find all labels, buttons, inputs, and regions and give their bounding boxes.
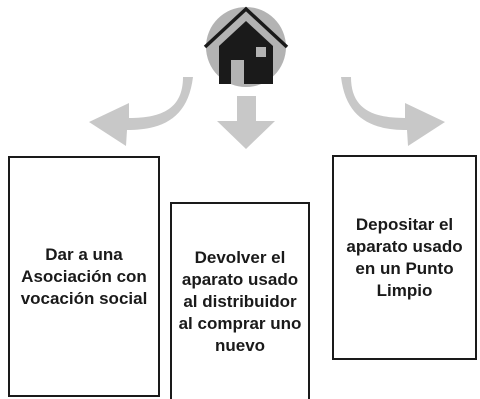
curved-arrow-right-icon bbox=[341, 77, 445, 146]
option-text-association: Dar a una Asociación con vocación social bbox=[20, 244, 148, 308]
option-box-association: Dar a una Asociación con vocación social bbox=[8, 156, 160, 397]
option-box-clean-point: Depositar el aparato usado en un Punto L… bbox=[332, 155, 477, 360]
option-box-distributor: Devolver el aparato usado al distribuido… bbox=[170, 202, 310, 399]
house-icon bbox=[203, 6, 289, 87]
option-text-distributor: Devolver el aparato usado al distribuido… bbox=[178, 247, 302, 355]
arrow-down-icon bbox=[217, 96, 275, 149]
option-text-clean-point: Depositar el aparato usado en un Punto L… bbox=[346, 214, 463, 300]
curved-arrow-left-icon bbox=[89, 77, 193, 146]
